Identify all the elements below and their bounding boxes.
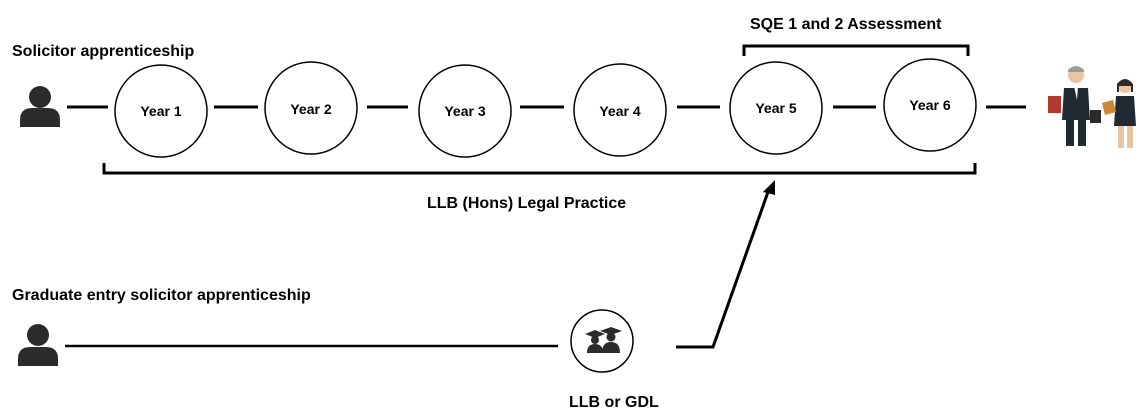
year-1-circle — [114, 64, 208, 158]
person-icon — [18, 324, 58, 366]
year-4-label: Year 4 — [599, 103, 641, 119]
entry-arrow — [676, 180, 775, 349]
year-6-circle — [883, 58, 977, 152]
year-2-circle — [264, 61, 358, 155]
business-people-icon — [1048, 66, 1136, 148]
year-5-label: Year 5 — [755, 100, 797, 116]
graduates-icon — [585, 327, 622, 353]
year-3-label: Year 3 — [444, 103, 486, 119]
graduate-node-circle — [570, 309, 634, 373]
person-icon — [20, 86, 60, 127]
year-3-circle — [418, 64, 512, 158]
year-circles — [114, 58, 977, 158]
year-4-circle — [573, 63, 667, 157]
llb-bracket — [102, 163, 977, 175]
year-6-label: Year 6 — [909, 97, 951, 113]
year-1-label: Year 1 — [140, 103, 182, 119]
year-5-circle — [729, 61, 823, 155]
sqe-assessment-label: SQE 1 and 2 Assessment — [750, 16, 942, 33]
bottom-track-label: Graduate entry solicitor apprenticeship — [12, 287, 311, 304]
top-track-label: Solicitor apprenticeship — [12, 43, 195, 60]
year-2-label: Year 2 — [290, 101, 332, 117]
degree-label: LLB (Hons) Legal Practice — [427, 195, 627, 212]
llb-or-gdl-label: LLB or GDL — [569, 394, 659, 411]
sqe-bracket — [742, 44, 970, 56]
